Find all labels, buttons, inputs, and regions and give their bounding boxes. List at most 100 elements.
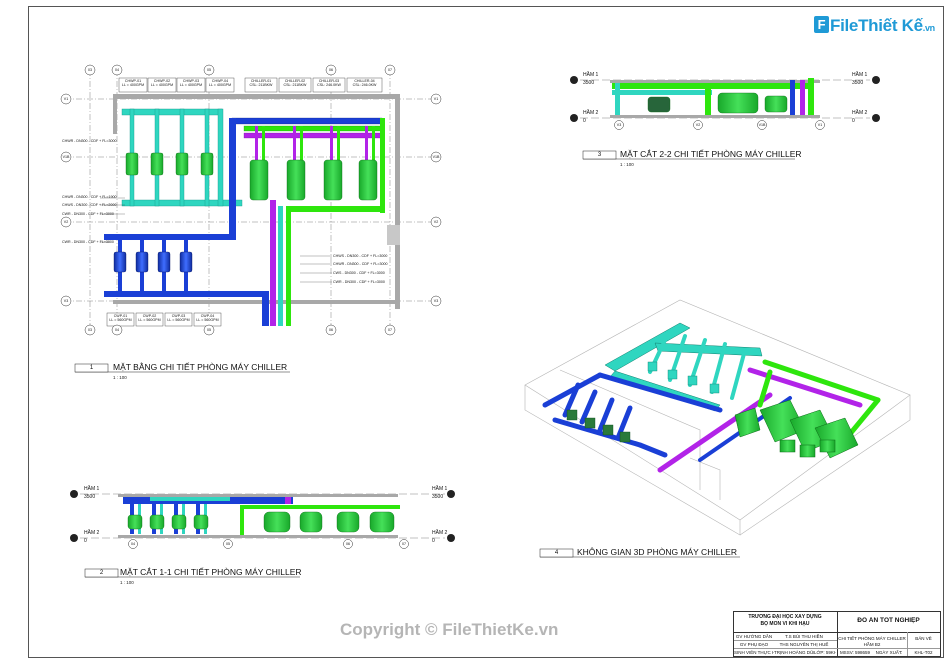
section2-level-ham1-value-right: 3500 [852, 80, 864, 86]
section1-view-title: MẶT CẮT 1-1 CHI TIẾT PHÒNG MÁY CHILLER [120, 567, 302, 577]
pipe-label-left-2: CHWR - DN300 - CDF + FL=1900 [62, 195, 117, 199]
grid-col-03-top: 03 [88, 68, 92, 72]
section2-view-number: 3 [597, 152, 602, 158]
student-class: LỚP: 59KHD [814, 650, 836, 655]
3d-view-title: KHÔNG GIAN 3D PHÒNG MÁY CHILLER [577, 547, 737, 557]
sheet-number: KHL-T02 [914, 650, 933, 655]
plan-chw-pumps [125, 152, 214, 176]
advisor-role: GV HƯỚNG DẪN [735, 634, 773, 639]
section-1-1-view [70, 490, 455, 578]
grid-row-v1-right: V1 [433, 97, 439, 101]
pipe-label-right-1: CHWS - DN300 - CDF + FL=3000 [333, 254, 388, 258]
grid-col-07-bottom: 07 [388, 328, 392, 332]
grid-row-v2-right: V2 [433, 220, 439, 224]
grid-row-v2-left: V2 [63, 220, 69, 224]
title-block [733, 611, 941, 657]
section2-level-ham2-right: HẦM 2 [852, 110, 868, 116]
title-block-project-cell [837, 612, 940, 633]
plan-cw-pumps [104, 234, 269, 297]
plan-chillers [231, 117, 385, 213]
grid-col-06-bottom: 06 [329, 328, 333, 332]
grid-col-04-bottom: 04 [115, 328, 119, 332]
section-2-2-view [570, 76, 880, 160]
pipe-label-left-5: CWR - DN300 - CDF + FL=3000 [62, 240, 114, 244]
plan-grid-bubbles [60, 64, 442, 336]
section2-level-ham1-right: HẦM 1 [852, 72, 868, 78]
section1-grid-05: 05 [226, 542, 230, 546]
copyright-watermark: Copyright © FileThietKe.vn [340, 620, 559, 639]
grid-col-03-bottom: 03 [88, 328, 92, 332]
section1-level-ham2-value-right: 0 [432, 538, 435, 544]
section2-level-ham2-left: HẦM 2 [583, 110, 599, 116]
advisor-name: T.S BÙI THU HIỀN [785, 634, 823, 639]
plan-leader-lines [100, 197, 332, 283]
pipe-label-right-2: CHWR - DN300 - CDF + FL=3000 [333, 262, 388, 266]
pipe-label-left-3: CHWS - DN300 - CDF + FL=2000 [62, 203, 117, 207]
section2-view-scale: 1 : 100 [620, 162, 634, 167]
department-name: BỘ MÔN VI KHÍ HẬU [760, 621, 810, 627]
title-block-people-cell [734, 632, 838, 656]
section1-level-ham2-value-left: 0 [84, 538, 87, 544]
project-title: ĐỒ ÁN TỐT NGHIỆP [857, 617, 920, 624]
plan-walls [113, 94, 400, 309]
pipe-label-right-3: CWS - DN300 - CDF + FL=3000 [333, 271, 385, 275]
plan-risers [229, 118, 291, 326]
section1-level-ham2-left: HẦM 2 [84, 530, 100, 536]
grid-col-05-top: 05 [207, 68, 211, 72]
grid-row-v3-left: V3 [63, 299, 69, 303]
section2-level-ham2-value-right: 0 [852, 118, 855, 124]
section2-level-ham2-value-left: 0 [583, 118, 586, 124]
logo-f-icon: F [814, 16, 829, 33]
3d-view-number: 4 [554, 550, 559, 556]
section1-level-ham2-right: HẦM 2 [432, 530, 448, 536]
section2-grid-v2: V2 [695, 123, 701, 127]
pipe-label-right-4: CWR - DN300 - CDF + FL=3000 [333, 280, 385, 284]
section1-level-ham1-right: HẦM 1 [432, 486, 448, 492]
plan-view-title: MẶT BẰNG CHI TIẾT PHÒNG MÁY CHILLER [113, 362, 288, 372]
issue-date: NGÀY XUẤT: [875, 650, 903, 655]
3d-space-view [524, 299, 911, 558]
grid-col-06-top: 06 [329, 68, 333, 72]
section2-grid-v1b: V1B [758, 123, 766, 127]
pipe-label-left-1: CHWR - DN300 - CDF + FL=3000 [62, 139, 117, 143]
section2-level-ham1-left: HẦM 1 [583, 72, 599, 78]
grid-col-07-top: 07 [388, 68, 392, 72]
drawing-sheet-border [28, 6, 944, 658]
grid-row-v3-right: V3 [433, 299, 439, 303]
co-advisor-name: THS NGUYỄN THỊ HUẾ [779, 642, 829, 647]
section1-grid-07: 07 [402, 542, 406, 546]
grid-row-v1-left: V1 [63, 97, 69, 101]
section1-view-scale: 1 : 100 [120, 580, 134, 585]
section2-grid-v3: V3 [616, 123, 622, 127]
drawing-floor: HẦM B2 [863, 642, 881, 647]
section1-level-ham1-value-left: 3500 [84, 494, 96, 500]
section1-grid-06: 06 [346, 542, 350, 546]
student-name: TRỊNH HOÀNG DŨNG [774, 650, 814, 655]
section1-grid-04: 04 [131, 542, 135, 546]
section1-level-ham1-left: HẦM 1 [84, 486, 100, 492]
section2-view-title: MẶT CẮT 2-2 CHI TIẾT PHÒNG MÁY CHILLER [620, 149, 802, 159]
plan-view-number: 1 [89, 365, 94, 371]
grid-col-05-bottom: 05 [207, 328, 211, 332]
section1-level-markers [70, 490, 455, 542]
student-id: MSSV: 598659 [839, 650, 871, 655]
grid-row-v1b-left: V1B [62, 155, 70, 159]
drawing-title: CHI TIẾT PHÒNG MÁY CHILLER [838, 636, 906, 641]
sheet-label: BẢN VẼ [915, 636, 932, 641]
plan-view [60, 64, 442, 373]
co-advisor-role: GV PHỤ ĐẠO [739, 642, 769, 647]
student-role: SINH VIÊN THỰC HIỆN [734, 650, 774, 655]
